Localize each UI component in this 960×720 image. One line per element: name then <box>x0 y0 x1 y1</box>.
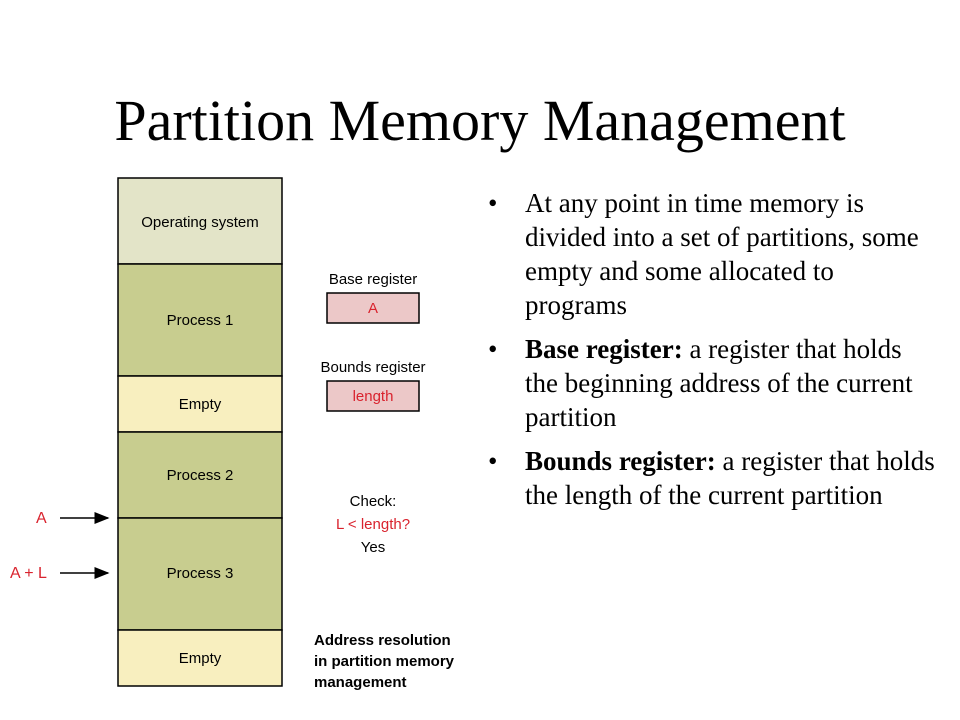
bullet-marker: • <box>488 334 498 364</box>
memory-block-process-2 <box>117 431 283 519</box>
memory-block-process-1 <box>117 263 283 377</box>
bullet-text: At any point in time memory is divided i… <box>525 188 919 320</box>
caption-line: management <box>314 674 407 691</box>
base-register-value: A <box>368 300 378 317</box>
bullet-list: • At any point in time memory is divided … <box>480 186 940 522</box>
memory-block-process-3-label: Process 3 <box>167 565 234 582</box>
memory-block-process-3 <box>117 517 283 631</box>
memory-block-empty-2-label: Empty <box>179 650 222 667</box>
check-condition: L < length? <box>336 516 410 533</box>
caption-line: Address resolution <box>314 632 451 649</box>
bullet-bold-term: Bounds register: <box>525 446 716 476</box>
pointer-a-plus-l-label: A + L <box>10 565 47 582</box>
bullet-bold-term: Base register: <box>525 334 683 364</box>
bullet-item: • Bounds register: a register that holds … <box>480 444 940 512</box>
memory-block-empty-2 <box>117 629 283 687</box>
bounds-register-box <box>326 380 420 412</box>
memory-block-process-2-label: Process 2 <box>167 467 234 484</box>
page-title: Partition Memory Management <box>114 88 846 153</box>
bounds-register-label: Bounds register <box>320 359 425 376</box>
memory-block-empty-1 <box>117 375 283 433</box>
bullet-text: a register that holds the length of the … <box>525 446 935 510</box>
bullet-marker: • <box>488 446 498 476</box>
bullet-item: • Base register: a register that holds th… <box>480 332 940 434</box>
check-result: Yes <box>361 539 385 556</box>
bounds-register-value: length <box>353 388 394 405</box>
memory-block-os <box>117 177 283 265</box>
bullet-text: a register that holds the beginning addr… <box>525 334 913 432</box>
pointer-a-label: A <box>36 510 47 527</box>
figure-caption: Address resolution in partition memory m… <box>314 630 514 693</box>
base-register-box <box>326 292 420 324</box>
base-register-label: Base register <box>329 271 417 288</box>
memory-block-empty-1-label: Empty <box>179 396 222 413</box>
bullet-item: • At any point in time memory is divided … <box>480 186 940 322</box>
caption-line: in partition memory <box>314 653 455 670</box>
bullet-marker: • <box>488 188 498 218</box>
memory-block-os-label: Operating system <box>141 214 259 231</box>
check-label: Check: <box>350 493 397 510</box>
memory-block-process-1-label: Process 1 <box>167 312 234 329</box>
